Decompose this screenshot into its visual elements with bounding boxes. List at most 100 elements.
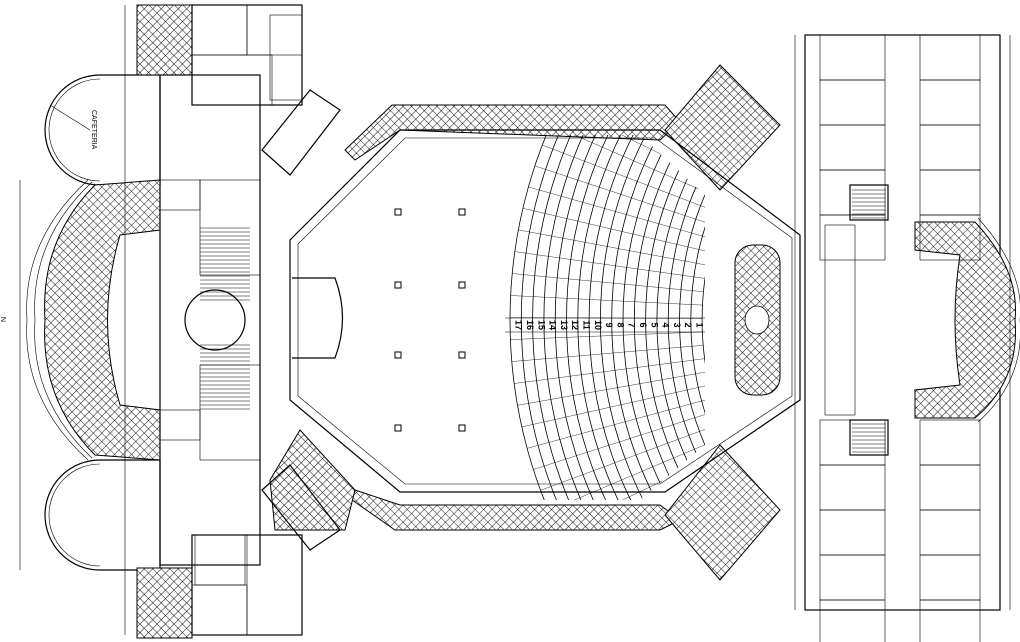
seat-row-label: 17 [514,320,524,330]
room [246,4,303,56]
room [819,124,886,171]
seat-row-arc [633,135,705,500]
column [458,351,466,359]
aisle-line [510,295,703,306]
cafeteria-top [44,74,161,186]
room [824,224,856,416]
seat-row-arc [701,135,705,500]
seat-row-arc [554,135,633,500]
seat-row-label: 12 [570,320,580,330]
hatched-corridor-bottom [344,489,681,531]
room [919,509,981,556]
seat-row-label: 11 [581,320,591,330]
room [919,79,981,126]
hatched-corridor-top [344,104,681,161]
column [394,351,402,359]
seat-row-label: 6 [638,322,648,327]
aisle-line [534,165,705,227]
cafeteria-label: CAFETERIA [90,110,97,150]
columns [394,208,466,432]
room [246,534,303,636]
column [458,208,466,216]
seat-row-arc [566,135,647,500]
room [269,14,303,101]
room [199,179,261,276]
seat-row-label: 9 [604,322,614,327]
aisle-line [511,345,704,362]
seat-row-arc [645,135,705,500]
seat-row-arc [656,135,705,500]
seat-row-label: 15 [536,320,546,330]
column [394,208,402,216]
cafeteria-bottom [44,459,161,571]
hatched-stair-top [136,4,193,76]
room [191,54,273,106]
hatched-lobby-bottom-right [664,444,781,581]
aisle-line [550,135,705,202]
room [919,34,981,81]
seat-row-label: 1 [694,322,704,327]
room [819,214,886,261]
aisle-line [512,273,704,292]
room [919,464,981,511]
hatched-stair-bottom [136,567,193,639]
seat-row-label: 7 [627,322,637,327]
aisle-line [518,229,705,266]
north-mark: N [1,317,8,322]
room [199,364,261,461]
room [159,409,201,441]
stage-alcove [292,277,344,359]
aisle-line [540,423,705,491]
room [819,509,886,556]
room [194,534,246,586]
aisle-line [528,186,705,240]
room [819,599,886,642]
room [919,554,981,601]
seat-row-arc [588,135,675,500]
right-wing [794,34,1020,642]
seat-row-label: 3 [672,322,682,327]
seat-row-arc [667,135,705,500]
column [394,424,402,432]
column [458,281,466,289]
seat-row-arc [679,135,705,500]
seat-row-arc [543,135,619,500]
room [159,179,201,211]
hatched-lobby-bottom-left [269,429,356,531]
room [819,419,886,466]
hatched-foyer-left [44,179,161,461]
aisle-line [514,358,705,384]
aisle-line [517,371,705,406]
seat-row-label: 10 [593,320,603,330]
room [919,124,981,171]
room [919,214,981,261]
seat-row-label: 2 [683,322,693,327]
seat-row-arc [690,135,705,500]
aisle-line [542,144,705,214]
column [394,281,402,289]
aisle-line [522,208,705,253]
seat-row-label: 8 [615,322,625,327]
seat-row-label: 13 [559,320,569,330]
left-wing: CAFETERIA N [1,4,303,639]
room [819,464,886,511]
aisle-line [521,384,705,428]
seat-row-arc [532,135,606,500]
room [819,554,886,601]
seat-row-label: 5 [649,322,659,327]
column [458,424,466,432]
aisle-line [514,251,705,279]
seat-row-arc [520,135,593,500]
hatched-foyer-right [914,221,1016,419]
aisle-line [527,397,705,449]
room [919,599,981,642]
aisle-line [533,410,705,470]
room [191,4,248,56]
spiral-stair [184,289,246,351]
seat-row-arc [577,135,661,500]
room [819,79,886,126]
room [819,169,886,216]
hall-wall [289,129,801,493]
